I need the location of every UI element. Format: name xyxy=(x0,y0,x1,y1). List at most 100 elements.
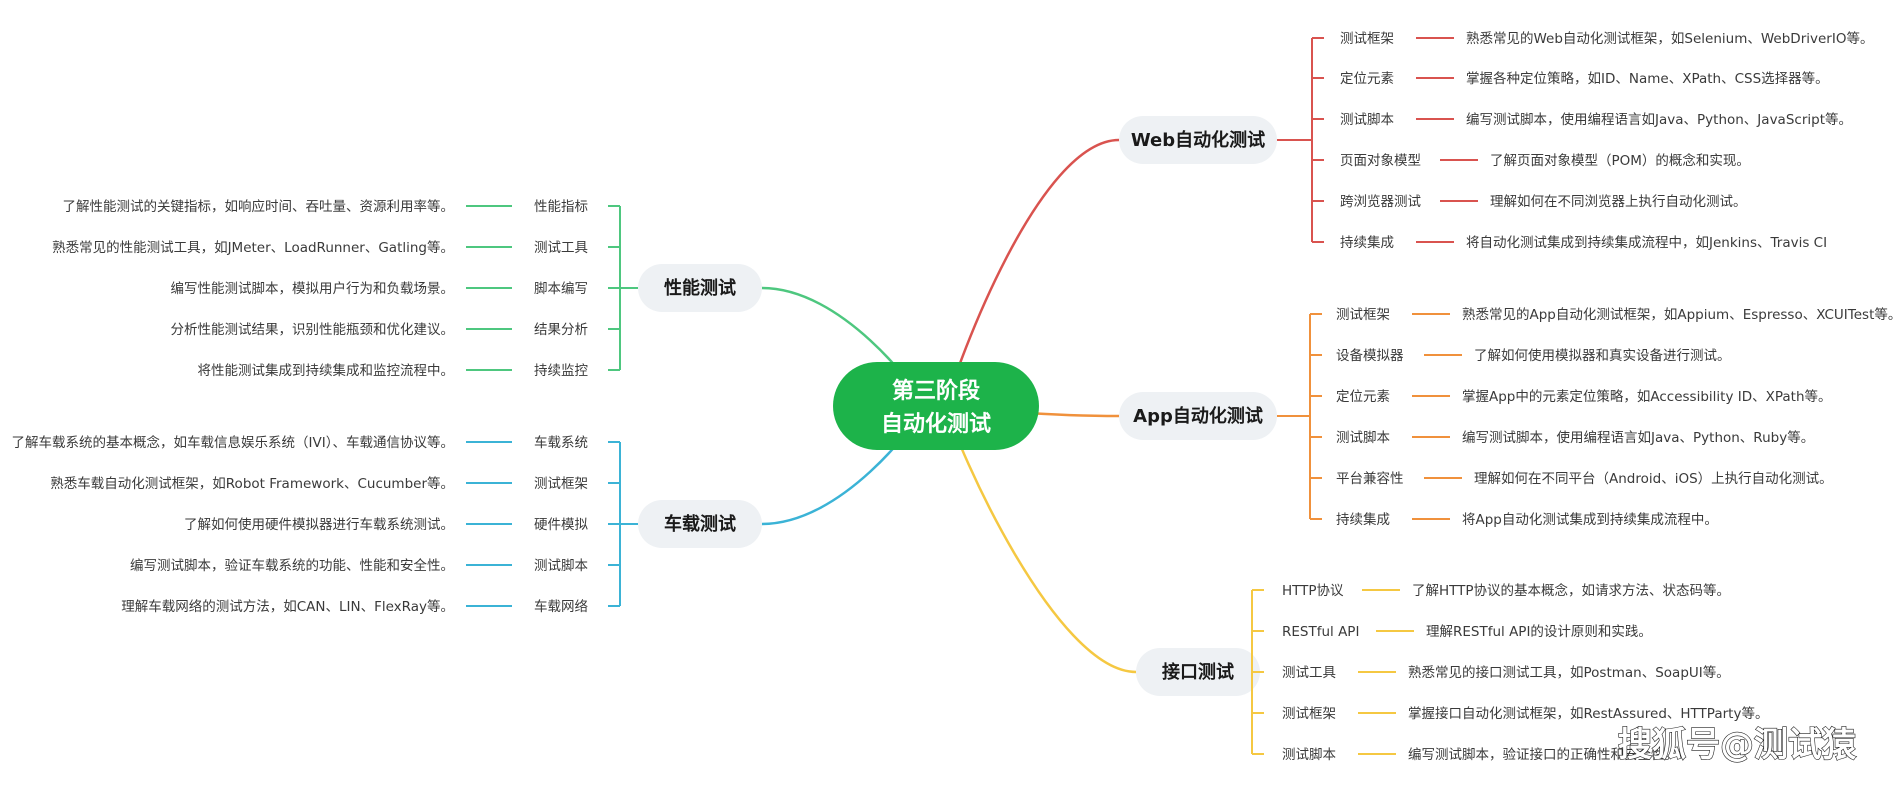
leaf-description: 了解如何使用模拟器和真实设备进行测试。 xyxy=(1474,347,1731,364)
leaf-description: 熟悉常见的App自动化测试框架，如Appium、Espresso、XCUITes… xyxy=(1462,306,1901,323)
watermark: 搜狐号@测试猿 xyxy=(1618,725,1857,765)
leaf-description: 熟悉常见的性能测试工具，如JMeter、LoadRunner、Gatling等。 xyxy=(52,239,454,256)
leaf-label: 测试框架 xyxy=(1282,706,1336,722)
leaf-label: 定位元素 xyxy=(1340,71,1394,87)
leaf-item: 测试脚本 编写测试脚本，验证车载系统的功能、性能和安全性。 xyxy=(130,557,620,574)
leaf-item: 持续集成 将自动化测试集成到持续集成流程中，如Jenkins、Travis CI xyxy=(1312,235,1827,251)
leaf-item: 测试脚本 编写测试脚本，使用编程语言如Java、Python、Ruby等。 xyxy=(1310,429,1814,446)
leaf-item: 脚本编写 编写性能测试脚本，模拟用户行为和负载场景。 xyxy=(171,280,620,297)
leaf-label: 性能指标 xyxy=(534,199,588,215)
branch-app: App自动化测试 测试框架 熟悉常见的App自动化测试框架，如Appium、Espr… xyxy=(1119,306,1901,528)
leaf-description: 了解性能测试的关键指标，如响应时间、吞吐量、资源利用率等。 xyxy=(63,198,455,215)
branch-perf-title: 性能测试 xyxy=(664,277,736,299)
leaf-label: 测试脚本 xyxy=(1340,112,1394,128)
leaf-item: 测试脚本 编写测试脚本，验证接口的正确性和安全性。 xyxy=(1252,746,1678,763)
leaf-label: 结果分析 xyxy=(534,322,588,338)
leaf-label: 持续集成 xyxy=(1340,235,1394,251)
leaf-item: 车载系统 了解车载系统的基本概念，如车载信息娱乐系统（IVI）、车载通信协议等。 xyxy=(12,434,620,451)
leaf-description: 了解车载系统的基本概念，如车载信息娱乐系统（IVI）、车载通信协议等。 xyxy=(12,434,454,451)
branch-perf-bg xyxy=(638,264,762,312)
branch-api: 接口测试 HTTP协议 了解HTTP协议的基本概念，如请求方法、状态码等。 RESTf… xyxy=(1136,582,1768,763)
leaf-description: 熟悉常见的接口测试工具，如Postman、SoapUI等。 xyxy=(1408,664,1730,681)
leaf-item: 持续集成将App自动化测试集成到持续集成流程中。 xyxy=(1310,512,1718,528)
leaf-description: 熟悉车载自动化测试框架，如Robot Framework、Cucumber等。 xyxy=(50,475,454,492)
leaf-label: 测试框架 xyxy=(1336,307,1390,323)
center-node: 第三阶段 自动化测试 xyxy=(833,362,1039,450)
leaf-description: 掌握App中的元素定位策略，如Accessibility ID、XPath等。 xyxy=(1462,388,1832,405)
branch-app-bg xyxy=(1119,392,1277,440)
leaf-item: 性能指标 了解性能测试的关键指标，如响应时间、吞吐量、资源利用率等。 xyxy=(63,198,620,215)
leaf-description: 掌握各种定位策略，如ID、Name、XPath、CSS选择器等。 xyxy=(1466,70,1829,87)
leaf-item: 硬件模拟 了解如何使用硬件模拟器进行车载系统测试。 xyxy=(184,516,620,533)
branch-perf: 性能测试 性能指标 了解性能测试的关键指标，如响应时间、吞吐量、资源利用率等。测试工… xyxy=(52,198,762,379)
leaf-item: 页面对象模型 了解页面对象模型（POM）的概念和实现。 xyxy=(1312,152,1750,169)
leaf-description: 了解如何使用硬件模拟器进行车载系统测试。 xyxy=(184,516,454,533)
branch-api-bg xyxy=(1136,648,1260,696)
leaf-description: 编写测试脚本，使用编程语言如Java、Python、Ruby等。 xyxy=(1462,429,1814,446)
leaf-label: 测试工具 xyxy=(534,240,588,256)
leaf-item: 测试工具 熟悉常见的性能测试工具，如JMeter、LoadRunner、Gatli… xyxy=(52,239,620,256)
leaf-description: 理解如何在不同平台（Android、iOS）上执行自动化测试。 xyxy=(1474,471,1833,487)
leaf-description: 编写测试脚本，验证接口的正确性和安全性。 xyxy=(1408,746,1678,763)
leaf-label: 车载网络 xyxy=(534,598,588,615)
branch-web-bg xyxy=(1119,116,1277,164)
leaf-description: 编写测试脚本，验证车载系统的功能、性能和安全性。 xyxy=(130,557,454,574)
leaf-label: 平台兼容性 xyxy=(1336,470,1404,487)
leaf-label: 测试框架 xyxy=(534,476,588,492)
leaf-label: 页面对象模型 xyxy=(1340,153,1421,169)
leaf-description: 将App自动化测试集成到持续集成流程中。 xyxy=(1462,512,1718,528)
leaf-description: 编写性能测试脚本，模拟用户行为和负载场景。 xyxy=(171,280,455,297)
branch-web: Web自动化测试 测试框架 熟悉常见的Web自动化测试框架，如Selenium、We… xyxy=(1119,30,1873,251)
leaf-item: 跨浏览器测试 理解如何在不同浏览器上执行自动化测试。 xyxy=(1312,194,1747,210)
leaf-item: RESTful API 理解RESTful API的设计原则和实践。 xyxy=(1252,624,1652,640)
leaf-label: 硬件模拟 xyxy=(534,517,588,533)
leaf-item: 定位元素 掌握App中的元素定位策略，如Accessibility ID、XPat… xyxy=(1310,388,1832,405)
center-title-line2: 自动化测试 xyxy=(881,411,991,437)
leaf-item: 测试框架 熟悉车载自动化测试框架，如Robot Framework、Cucumbe… xyxy=(50,475,620,492)
branch-app-title: App自动化测试 xyxy=(1133,405,1263,427)
branch-api-title: 接口测试 xyxy=(1162,661,1234,683)
branch-car-bg xyxy=(638,500,762,548)
leaf-label: 跨浏览器测试 xyxy=(1340,194,1421,210)
leaf-description: 理解如何在不同浏览器上执行自动化测试。 xyxy=(1490,194,1747,210)
leaf-item: 持续监控 将性能测试集成到持续集成和监控流程中。 xyxy=(198,363,620,379)
branch-web-title: Web自动化测试 xyxy=(1131,129,1265,151)
leaf-label: 测试脚本 xyxy=(1282,747,1336,763)
leaf-item: 设备模拟器 了解如何使用模拟器和真实设备进行测试。 xyxy=(1310,347,1731,364)
leaf-label: 脚本编写 xyxy=(534,281,588,297)
leaf-label: 定位元素 xyxy=(1336,389,1390,405)
leaf-description: 将自动化测试集成到持续集成流程中，如Jenkins、Travis CI xyxy=(1466,235,1827,251)
leaf-item: 平台兼容性 理解如何在不同平台（Android、iOS）上执行自动化测试。 xyxy=(1310,470,1833,487)
center-title-line1: 第三阶段 xyxy=(892,378,980,404)
leaf-description: 理解RESTful API的设计原则和实践。 xyxy=(1426,624,1652,640)
leaf-description: 将性能测试集成到持续集成和监控流程中。 xyxy=(198,363,455,379)
leaf-description: 编写测试脚本，使用编程语言如Java、Python、JavaScript等。 xyxy=(1466,111,1852,128)
branch-car-title: 车载测试 xyxy=(664,513,736,535)
leaf-item: 测试框架 熟悉常见的Web自动化测试框架，如Selenium、WebDriverI… xyxy=(1312,30,1873,47)
leaf-label: 测试脚本 xyxy=(534,558,588,574)
leaf-description: 熟悉常见的Web自动化测试框架，如Selenium、WebDriverIO等。 xyxy=(1466,30,1873,47)
leaf-item: 结果分析 分析性能测试结果，识别性能瓶颈和优化建议。 xyxy=(171,322,620,338)
center-node-bg xyxy=(833,362,1039,450)
leaf-label: 测试脚本 xyxy=(1336,430,1390,446)
leaf-description: 分析性能测试结果，识别性能瓶颈和优化建议。 xyxy=(171,322,455,338)
leaf-item: 测试框架 掌握接口自动化测试框架，如RestAssured、HTTParty等。 xyxy=(1252,705,1768,722)
leaf-label: 测试工具 xyxy=(1282,665,1336,681)
leaf-label: HTTP协议 xyxy=(1282,583,1344,599)
leaf-description: 掌握接口自动化测试框架，如RestAssured、HTTParty等。 xyxy=(1408,705,1768,722)
nodes: Web自动化测试测试框架熟悉常见的Web自动化测试框架，如Selenium、We… xyxy=(12,30,1902,763)
leaf-label: RESTful API xyxy=(1282,624,1359,640)
leaf-item: 测试脚本 编写测试脚本，使用编程语言如Java、Python、JavaScript… xyxy=(1312,111,1852,128)
leaf-description: 了解页面对象模型（POM）的概念和实现。 xyxy=(1490,152,1750,169)
leaf-item: 测试工具 熟悉常见的接口测试工具，如Postman、SoapUI等。 xyxy=(1252,664,1730,681)
leaf-item: 测试框架 熟悉常见的App自动化测试框架，如Appium、Espresso、XCU… xyxy=(1310,306,1901,323)
leaf-item: 定位元素 掌握各种定位策略，如ID、Name、XPath、CSS选择器等。 xyxy=(1312,70,1829,87)
leaf-label: 车载系统 xyxy=(534,434,588,451)
leaf-label: 持续监控 xyxy=(534,363,588,379)
leaf-label: 设备模拟器 xyxy=(1336,347,1404,364)
leaf-item: HTTP协议 了解HTTP协议的基本概念，如请求方法、状态码等。 xyxy=(1252,582,1730,599)
leaf-description: 了解HTTP协议的基本概念，如请求方法、状态码等。 xyxy=(1412,582,1730,599)
leaf-label: 测试框架 xyxy=(1340,31,1394,47)
